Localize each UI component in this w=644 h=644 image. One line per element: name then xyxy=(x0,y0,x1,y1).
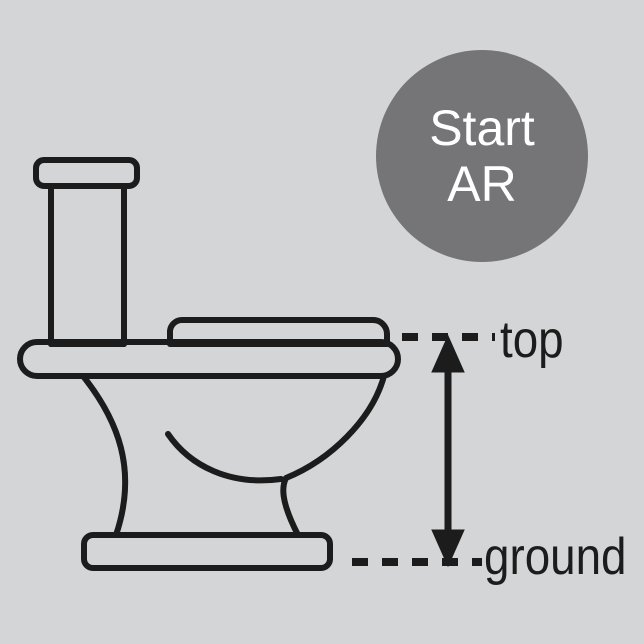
bowl-inner-curve xyxy=(165,431,284,484)
tank-lid xyxy=(33,157,140,189)
toilet-line-drawing xyxy=(17,157,401,571)
toilet-lid xyxy=(167,316,390,347)
start-ar-button[interactable]: Start AR xyxy=(376,50,588,262)
arrow-up-icon xyxy=(431,334,465,373)
start-ar-button-line1: Start xyxy=(429,100,535,156)
arrow-down-icon xyxy=(431,529,465,568)
top-measurement-label: top xyxy=(500,311,564,369)
measurement-guides xyxy=(352,333,495,568)
pedestal-base xyxy=(81,532,333,571)
tank-body xyxy=(48,183,127,347)
bowl xyxy=(80,373,387,538)
start-ar-button-line2: AR xyxy=(447,156,517,212)
toilet-seat xyxy=(17,339,401,379)
ground-measurement-label: ground xyxy=(484,528,627,586)
